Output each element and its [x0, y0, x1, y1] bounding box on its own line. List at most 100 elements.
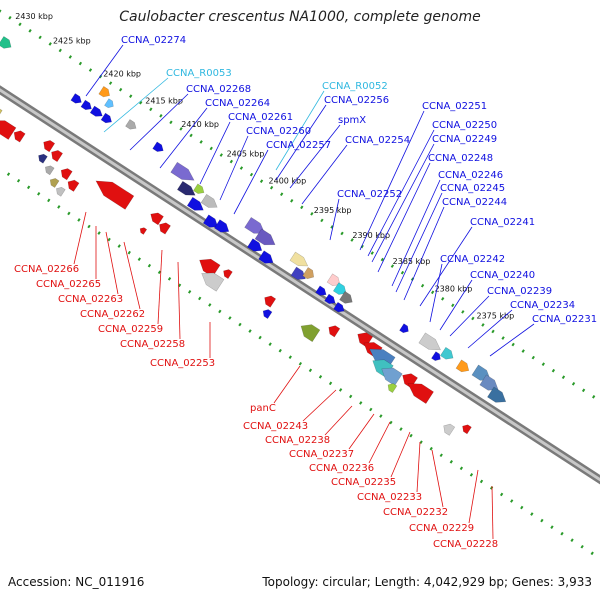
bottom-leader-line — [324, 405, 353, 436]
gene-arrow-33 — [439, 346, 454, 360]
bottom-leader-line — [348, 413, 375, 450]
gene-arrow-41 — [13, 130, 26, 143]
gene-arrow-shape — [262, 309, 273, 320]
gene-arrow-6 — [98, 86, 110, 98]
top-leader-line — [395, 192, 443, 293]
gene-arrow-shape — [302, 267, 315, 280]
gene-label-reverse: CCNA_02228 — [433, 539, 498, 550]
gene-arrow-shape — [387, 383, 398, 393]
label-leaders — [73, 44, 535, 540]
bottom-leader-line — [368, 421, 391, 464]
top-leader-line — [199, 121, 231, 185]
gene-arrow-shape — [80, 99, 92, 111]
bottom-leader-line — [123, 241, 141, 310]
top-leader-line — [489, 323, 535, 357]
gene-arrow-54 — [159, 222, 171, 235]
gene-arrow-shape — [176, 180, 196, 196]
map-title: Caulobacter crescentus NA1000, complete … — [119, 9, 481, 25]
gene-arrow-shape — [139, 227, 148, 235]
kbp-tick-label: 2390 kbp — [352, 231, 390, 240]
gene-arrow-28 — [324, 293, 336, 305]
gene-arrow-44 — [43, 140, 56, 153]
gene-arrow-13 — [186, 196, 204, 211]
gene-features — [0, 36, 507, 436]
bottom-leader-line — [105, 231, 119, 295]
gene-arrow-27 — [315, 285, 327, 296]
gene-label-forward: CCNA_02268 — [186, 84, 251, 95]
gene-arrow-shape — [214, 219, 230, 233]
gene-arrow-53 — [150, 212, 164, 226]
gene-label-forward: CCNA_02249 — [432, 134, 497, 145]
gene-label-reverse: CCNA_02265 — [36, 279, 101, 290]
gene-arrow-72 — [462, 424, 472, 435]
gene-label-forward: CCNA_02254 — [345, 135, 410, 146]
gene-arrow-shape — [56, 186, 66, 197]
gene-arrow-18 — [254, 228, 276, 246]
gene-arrow-14 — [200, 193, 218, 208]
gene-arrow-shape — [439, 346, 454, 360]
gene-labels: CCNA_02274CCNA_R0053CCNA_02268CCNA_02264… — [14, 35, 597, 550]
gene-label-forward: CCNA_02248 — [428, 153, 493, 164]
gene-arrow-shape — [339, 291, 353, 304]
gene-label-forward: CCNA_02264 — [205, 98, 270, 109]
gene-arrow-shape — [254, 228, 276, 246]
top-leader-line — [377, 162, 431, 273]
gene-arrow-3 — [80, 99, 92, 111]
gene-arrow-shape — [264, 295, 277, 308]
gene-arrow-48 — [60, 168, 73, 181]
tick-track-0 — [0, 9, 600, 403]
gene-arrow-shape — [0, 106, 3, 121]
gene-arrow-49 — [67, 179, 80, 192]
gene-arrow-shape — [89, 105, 103, 117]
gene-arrow-2 — [70, 93, 82, 104]
gene-arrow-shape — [193, 183, 205, 194]
top-leader-line — [219, 135, 249, 201]
gene-arrow-shape — [43, 140, 56, 153]
gene-arrow-shape — [125, 119, 137, 130]
gene-label-reverse: CCNA_02232 — [383, 507, 448, 518]
gene-arrow-shape — [462, 424, 472, 435]
gene-label-forward: CCNA_02251 — [422, 101, 487, 112]
gene-arrow-20 — [258, 250, 274, 264]
gene-arrow-67 — [381, 367, 403, 386]
bottom-leader-line — [491, 485, 494, 540]
gene-label-reverse: CCNA_02235 — [331, 477, 396, 488]
kbp-tick-label: 2405 kbp — [227, 149, 265, 158]
gene-arrow-shape — [45, 165, 55, 176]
gene-arrow-shape — [315, 285, 327, 296]
top-leader-line — [403, 206, 445, 301]
gene-label-reverse: CCNA_02263 — [58, 294, 123, 305]
top-leader-line — [103, 77, 169, 133]
gene-arrow-shape — [38, 153, 48, 164]
gene-arrow-shape — [431, 351, 441, 361]
gene-arrow-61 — [300, 324, 321, 343]
top-leader-line — [275, 90, 325, 171]
gene-arrow-shape — [60, 168, 73, 181]
gene-arrow-39 — [0, 106, 3, 121]
gene-arrow-shape — [51, 150, 63, 163]
top-leader-line — [467, 309, 513, 349]
gene-arrow-shape — [324, 293, 336, 305]
top-leader-line — [275, 104, 327, 181]
gene-label-forward: CCNA_02256 — [324, 95, 389, 106]
gene-arrow-shape — [150, 212, 164, 226]
gene-arrow-25 — [332, 282, 347, 295]
backbone-inner — [0, 88, 600, 482]
gene-arrow-9 — [152, 141, 164, 152]
gene-arrow-58 — [223, 269, 233, 279]
top-leader-line — [391, 179, 441, 287]
gene-arrow-71 — [443, 423, 456, 436]
gene-arrow-60 — [262, 309, 273, 320]
gene-label-forward: CCNA_02244 — [442, 197, 507, 208]
top-leader-line — [329, 198, 340, 241]
gene-label-reverse: CCNA_02266 — [14, 264, 79, 275]
genome-stats-text: Topology: circular; Length: 4,042,929 bp… — [262, 575, 592, 589]
gene-label-forward: CCNA_R0052 — [322, 81, 388, 92]
gene-arrow-23 — [302, 267, 315, 280]
gene-label-forward: CCNA_02252 — [337, 189, 402, 200]
gene-label-reverse: CCNA_02238 — [265, 435, 330, 446]
top-leader-line — [419, 226, 473, 307]
gene-arrow-10 — [170, 161, 195, 181]
kbp-tick-label: 2410 kbp — [181, 120, 219, 129]
